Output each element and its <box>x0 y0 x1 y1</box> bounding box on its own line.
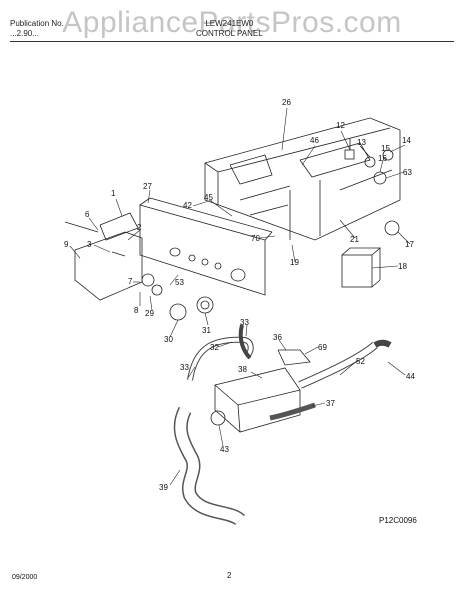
publication-block: Publication No. ...2.90... <box>10 19 64 39</box>
callout-69: 69 <box>318 343 327 352</box>
callout-37: 37 <box>326 399 335 408</box>
callout-19: 19 <box>290 258 299 267</box>
callout-13: 13 <box>357 138 366 147</box>
callout-45: 45 <box>204 193 213 202</box>
tubing <box>187 324 392 389</box>
end-cap <box>64 212 143 301</box>
callout-3: 3 <box>87 240 92 249</box>
callout-9: 9 <box>64 240 69 249</box>
callout-44: 44 <box>406 372 415 381</box>
callout-17: 17 <box>405 240 414 249</box>
callout-18: 18 <box>398 262 407 271</box>
publication-label: Publication No. <box>10 19 64 28</box>
callout-32: 32 <box>210 343 219 352</box>
callout-14: 14 <box>402 136 411 145</box>
callout-8: 8 <box>134 306 139 315</box>
callout-43: 43 <box>220 445 229 454</box>
callout-31: 31 <box>202 326 211 335</box>
page-number: 2 <box>227 571 232 580</box>
section-title: CONTROL PANEL <box>196 29 263 38</box>
front-console <box>139 197 273 296</box>
model-block: LEW241EW0 CONTROL PANEL <box>196 19 263 39</box>
callout-63: 63 <box>403 168 412 177</box>
callout-27: 27 <box>143 182 152 191</box>
callout-33-upper: 33 <box>240 318 249 327</box>
callout-42: 42 <box>183 201 192 210</box>
publication-number: ...2.90... <box>10 29 39 38</box>
callout-15: 15 <box>381 144 390 153</box>
callout-46: 46 <box>310 136 319 145</box>
callout-30: 30 <box>164 335 173 344</box>
callout-6: 6 <box>85 210 90 219</box>
callout-21: 21 <box>350 235 359 244</box>
model-number: LEW241EW0 <box>205 19 254 28</box>
callout-1: 1 <box>111 189 116 198</box>
callout-16: 16 <box>378 154 387 163</box>
publication-date: 09/2000 <box>12 574 38 581</box>
dispenser-housing <box>210 349 316 433</box>
callout-26: 26 <box>282 98 291 107</box>
leader-lines <box>69 107 411 486</box>
callout-7: 7 <box>128 277 133 286</box>
callout-29: 29 <box>145 309 154 318</box>
callout-70: 70 <box>251 234 260 243</box>
header-rule <box>10 41 454 42</box>
callout-labels: 26 12 46 13 14 15 16 63 1 27 42 45 6 2 3… <box>64 98 415 492</box>
callout-53: 53 <box>175 278 184 287</box>
callout-36: 36 <box>273 333 282 342</box>
callout-39: 39 <box>159 483 168 492</box>
diagram-code: P12C0096 <box>379 516 417 525</box>
right-components <box>341 138 400 288</box>
callout-12: 12 <box>336 121 345 130</box>
callout-52: 52 <box>356 357 365 366</box>
callout-2: 2 <box>137 223 142 232</box>
drain-hose <box>173 406 245 526</box>
callout-38: 38 <box>238 365 247 374</box>
callout-33-lower: 33 <box>180 363 189 372</box>
